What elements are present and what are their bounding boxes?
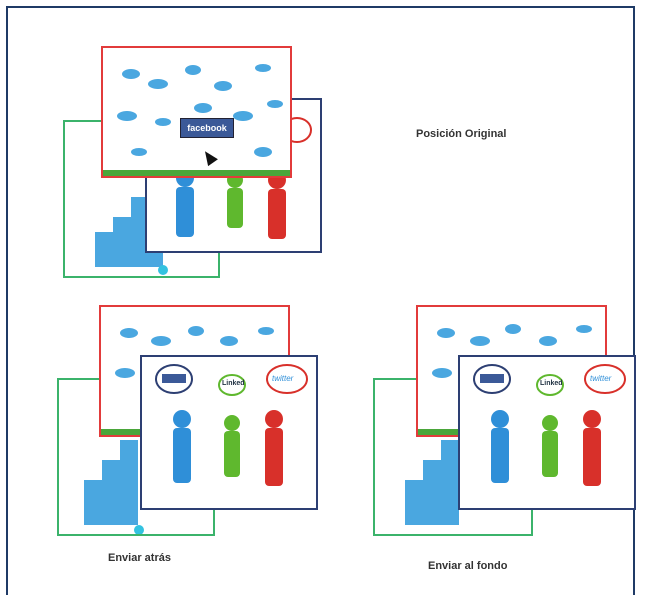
label-original: Posición Original bbox=[416, 128, 507, 140]
slide-frame: facebook Posición Original bbox=[6, 6, 636, 595]
people-figure-image bbox=[176, 117, 312, 239]
linkedin-bubble-text: Linked bbox=[540, 380, 563, 387]
blue-card[interactable]: Linked twitter bbox=[140, 355, 318, 510]
blue-card[interactable]: Linked twitter bbox=[458, 355, 636, 510]
bar-chart-figure-image bbox=[405, 440, 459, 525]
red-card[interactable]: facebook bbox=[101, 46, 292, 178]
twitter-bubble-text: twitter bbox=[272, 374, 294, 383]
label-send-to-bottom: Enviar al fondo bbox=[428, 560, 508, 572]
bar-chart-figure-image bbox=[84, 440, 144, 534]
twitter-bubble-text: twitter bbox=[590, 374, 612, 383]
people-figure-image bbox=[473, 364, 626, 486]
linkedin-bubble-text: Linked bbox=[222, 380, 245, 387]
facebook-sign: facebook bbox=[180, 118, 234, 138]
people-figure-image bbox=[155, 364, 308, 486]
twitter-birds-image bbox=[103, 64, 290, 176]
label-send-back: Enviar atrás bbox=[108, 552, 171, 564]
